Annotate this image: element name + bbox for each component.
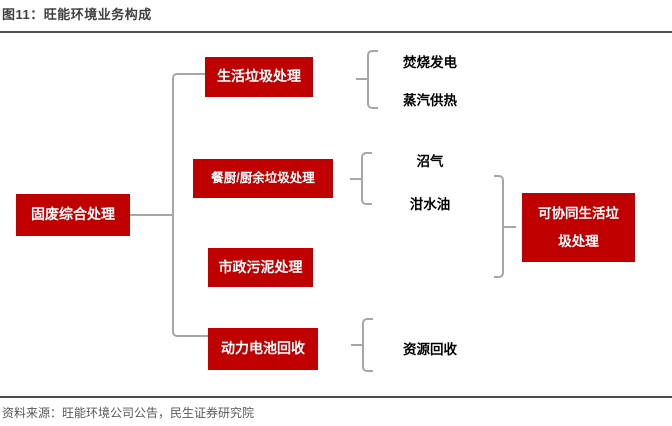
node-label-line2: 圾处理 (558, 234, 599, 249)
bracket-household-nub (356, 78, 368, 80)
output-incineration-power: 焚烧发电 (403, 55, 457, 70)
bracket-kitchen-outputs (361, 152, 372, 205)
node-municipal-sludge: 市政污泥处理 (208, 248, 313, 287)
output-steam-heating: 蒸汽供热 (403, 93, 457, 108)
bracket-kitchen-nub (350, 178, 362, 180)
bracket-synergy-group (494, 175, 504, 278)
node-label: 市政污泥处理 (218, 258, 303, 275)
bracket-household-outputs (367, 50, 378, 109)
tree-trunk-connector (172, 73, 208, 337)
title-divider (0, 31, 672, 33)
output-swill-oil: 泔水油 (409, 197, 451, 212)
root-connector-line (130, 214, 174, 216)
output-resource-recovery: 资源回收 (403, 342, 457, 357)
bracket-battery-nub (351, 344, 363, 346)
bracket-synergy-nub (504, 226, 516, 228)
source-note: 资料来源：旺能环境公司公告，民生证券研究院 (2, 406, 255, 420)
output-biogas: 沼气 (416, 154, 444, 169)
bracket-battery-outputs (362, 318, 373, 372)
footer-divider (0, 396, 672, 398)
node-label: 生活垃圾处理 (217, 68, 301, 85)
node-kitchen-waste: 餐厨/厨余垃圾处理 (193, 159, 333, 198)
node-solid-waste-root: 固废综合处理 (16, 194, 130, 236)
node-label: 餐厨/厨余垃圾处理 (211, 170, 315, 185)
node-synergy-note: 可协同生活垃 圾处理 (522, 193, 635, 262)
node-label: 动力电池回收 (221, 340, 305, 357)
node-label: 固废综合处理 (31, 206, 115, 223)
figure-title: 图11：旺能环境业务构成 (2, 7, 152, 22)
node-label-line1: 可协同生活垃 (538, 206, 619, 221)
node-household-waste: 生活垃圾处理 (205, 57, 313, 97)
node-power-battery: 动力电池回收 (208, 328, 318, 370)
